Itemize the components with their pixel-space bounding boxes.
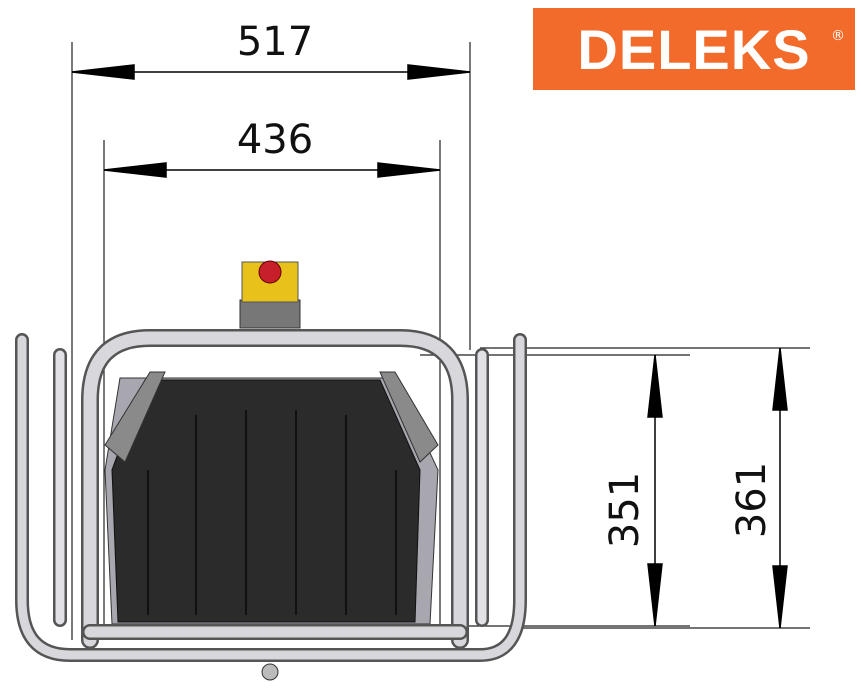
stop-button-icon	[258, 260, 282, 284]
dim-inner-width: 436	[237, 117, 313, 163]
dim-overall-width: 517	[237, 19, 313, 65]
registered-mark: ®	[831, 28, 845, 44]
generator-body	[104, 371, 439, 625]
deleks-logo: DELEKS ®	[533, 8, 855, 90]
extension-lines	[71, 42, 810, 640]
switch-box	[239, 260, 301, 329]
dim-inner-height: 351	[602, 472, 648, 548]
dim-overall-height: 361	[729, 462, 775, 538]
logo-text: DELEKS	[577, 17, 811, 81]
tube-frame	[15, 329, 527, 662]
bolt-icon	[261, 663, 279, 681]
dimension-lines	[71, 64, 788, 629]
